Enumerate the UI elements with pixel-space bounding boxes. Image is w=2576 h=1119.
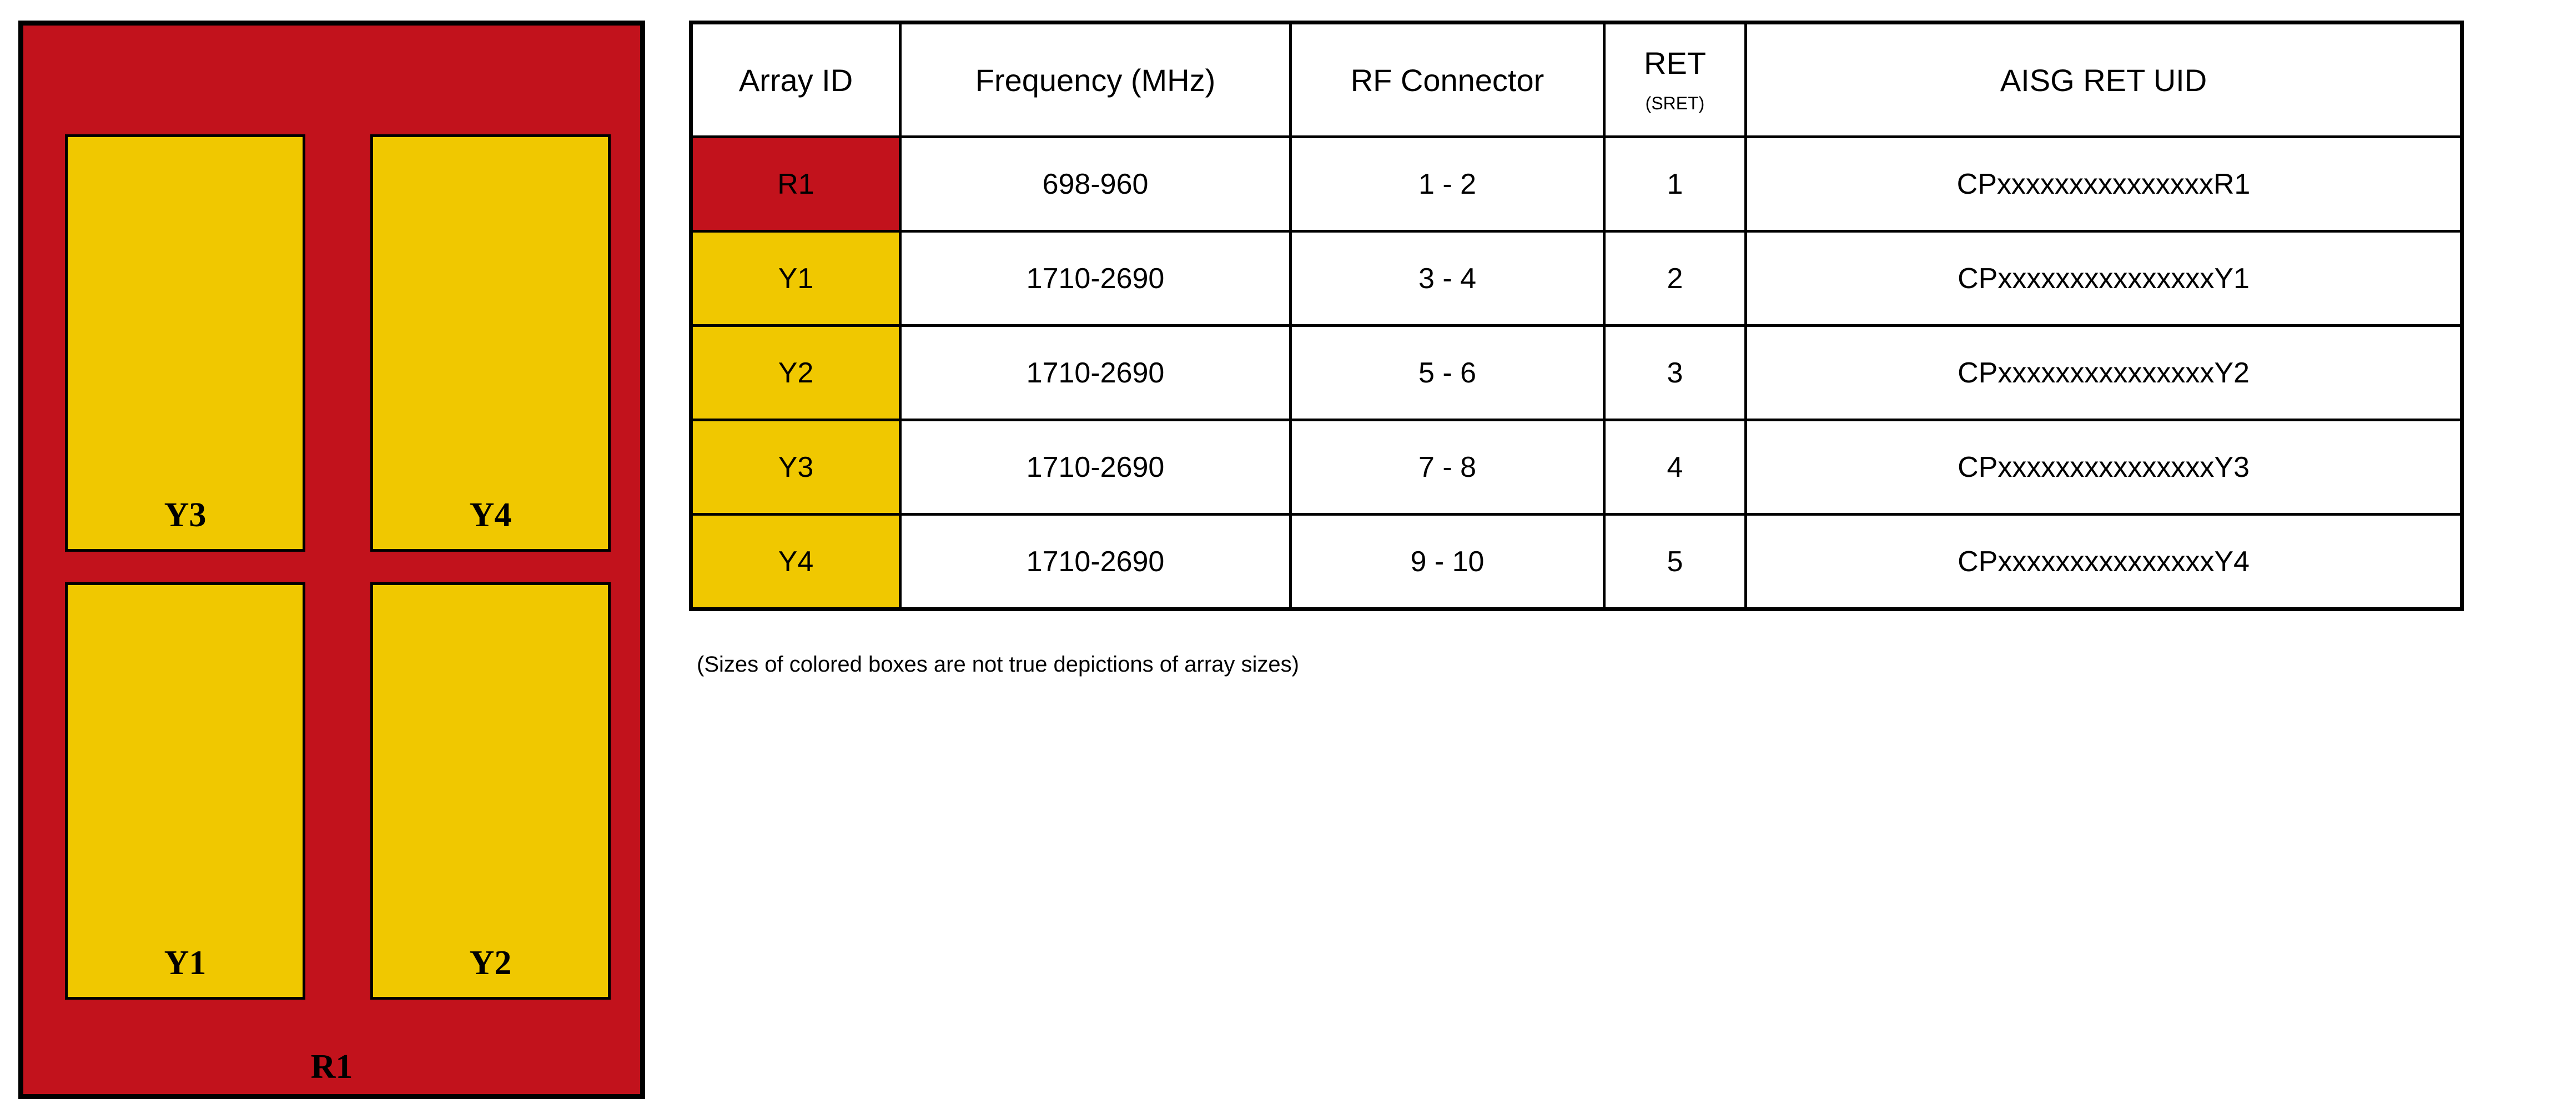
- cell-aisg-ret-uid: CPxxxxxxxxxxxxxxxY3: [1744, 419, 2463, 516]
- array-box-label-y1: Y1: [164, 944, 207, 982]
- table-row: Y3 1710-2690 7 - 8 4 CPxxxxxxxxxxxxxxxY3: [690, 419, 2463, 516]
- array-box-y3: Y3: [65, 134, 305, 552]
- table-row: Y2 1710-2690 5 - 6 3 CPxxxxxxxxxxxxxxxY2: [690, 324, 2463, 421]
- cell-frequency: 1710-2690: [899, 419, 1292, 516]
- cell-rf-connector: 7 - 8: [1289, 419, 1606, 516]
- cell-frequency: 698-960: [899, 135, 1292, 233]
- array-box-label-y2: Y2: [469, 944, 512, 982]
- cell-aisg-ret-uid: CPxxxxxxxxxxxxxxxY4: [1744, 513, 2463, 611]
- cell-ret: 1: [1603, 135, 1747, 233]
- ret-table-container: Array ID Frequency (MHz) RF Connector RE…: [689, 21, 2464, 611]
- cell-aisg-ret-uid: CPxxxxxxxxxxxxxxxR1: [1744, 135, 2463, 233]
- table-row: R1 698-960 1 - 2 1 CPxxxxxxxxxxxxxxxR1: [690, 135, 2463, 233]
- table-header-row: Array ID Frequency (MHz) RF Connector RE…: [690, 21, 2463, 138]
- array-box-y1: Y1: [65, 582, 305, 1000]
- column-header-aisg-ret-uid: AISG RET UID: [1744, 21, 2463, 138]
- column-header-rf-connector: RF Connector: [1289, 21, 1606, 138]
- cell-ret: 2: [1603, 230, 1747, 327]
- cell-rf-connector: 5 - 6: [1289, 324, 1606, 421]
- cell-aisg-ret-uid: CPxxxxxxxxxxxxxxxY2: [1744, 324, 2463, 421]
- ret-table: Array ID Frequency (MHz) RF Connector RE…: [689, 21, 2464, 611]
- cell-ret: 4: [1603, 419, 1747, 516]
- chassis-label-r1: R1: [310, 1048, 353, 1086]
- table-header: Array ID Frequency (MHz) RF Connector RE…: [690, 21, 2463, 138]
- column-header-ret-main: RET: [1644, 45, 1706, 80]
- table-body: R1 698-960 1 - 2 1 CPxxxxxxxxxxxxxxxR1 Y…: [690, 135, 2463, 611]
- table-row: Y1 1710-2690 3 - 4 2 CPxxxxxxxxxxxxxxxY1: [690, 230, 2463, 327]
- cell-array-id: Y3: [690, 419, 902, 516]
- cell-frequency: 1710-2690: [899, 324, 1292, 421]
- cell-array-id: Y1: [690, 230, 902, 327]
- cell-rf-connector: 1 - 2: [1289, 135, 1606, 233]
- table-row: Y4 1710-2690 9 - 10 5 CPxxxxxxxxxxxxxxxY…: [690, 513, 2463, 611]
- cell-aisg-ret-uid: CPxxxxxxxxxxxxxxxY1: [1744, 230, 2463, 327]
- cell-rf-connector: 3 - 4: [1289, 230, 1606, 327]
- array-box-label-y3: Y3: [164, 496, 207, 534]
- array-box-label-y4: Y4: [469, 496, 512, 534]
- column-header-ret: RET (SRET): [1603, 21, 1747, 138]
- array-box-y2: Y2: [370, 582, 611, 1000]
- cell-array-id: R1: [690, 135, 902, 233]
- cell-ret: 3: [1603, 324, 1747, 421]
- column-header-frequency: Frequency (MHz): [899, 21, 1292, 138]
- cell-array-id: Y4: [690, 513, 902, 611]
- column-header-array-id: Array ID: [690, 21, 902, 138]
- array-box-y4: Y4: [370, 134, 611, 552]
- antenna-diagram: Y3 Y4 Y1 Y2 R1: [18, 21, 645, 1099]
- cell-frequency: 1710-2690: [899, 230, 1292, 327]
- cell-rf-connector: 9 - 10: [1289, 513, 1606, 611]
- table-caption: (Sizes of colored boxes are not true dep…: [697, 652, 1299, 677]
- column-header-ret-sub: (SRET): [1645, 93, 1705, 113]
- cell-array-id: Y2: [690, 324, 902, 421]
- cell-frequency: 1710-2690: [899, 513, 1292, 611]
- cell-ret: 5: [1603, 513, 1747, 611]
